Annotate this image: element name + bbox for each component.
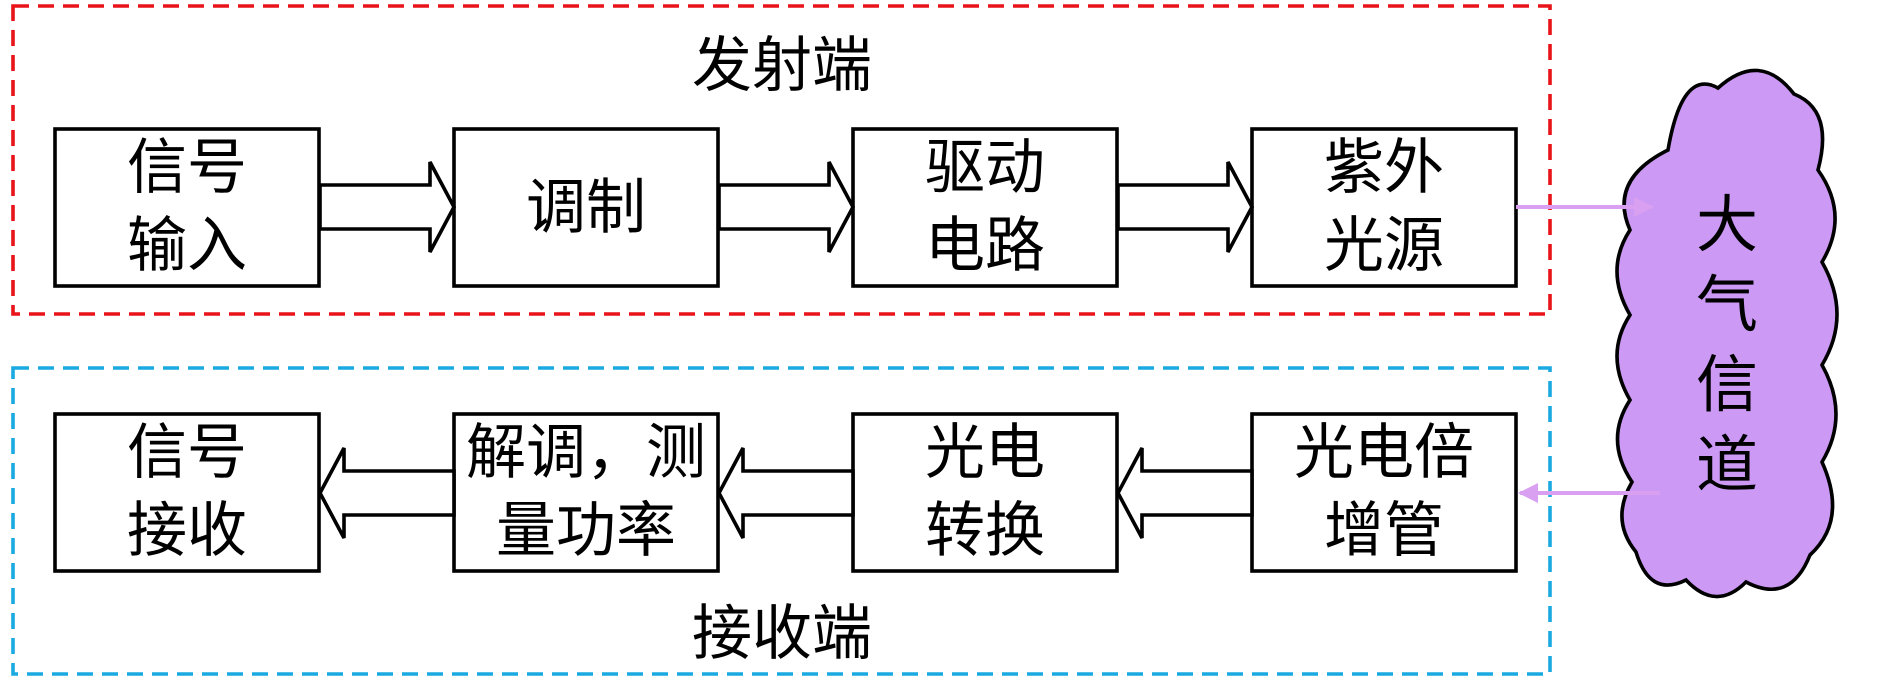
channel-char-3: 信 xyxy=(1696,348,1758,421)
node-drive-circuit: 驱动 电路 xyxy=(851,127,1119,288)
node-signal-input: 信号 输入 xyxy=(53,127,321,288)
transmitter-group-frame xyxy=(11,4,1552,316)
node-pmt-line-2: 增管 xyxy=(1324,496,1444,566)
atmospheric-channel-cloud xyxy=(1615,68,1839,599)
node-uv-source: 紫外 光源 xyxy=(1250,127,1518,288)
node-drive-circuit-line-2: 电路 xyxy=(925,211,1045,281)
channel-char-1: 大 xyxy=(1696,188,1758,261)
node-pmt-line-1: 光电倍 xyxy=(1294,418,1474,488)
node-photoelectric-conversion-line-1: 光电 xyxy=(925,418,1045,488)
node-modulation-line-1: 调制 xyxy=(526,173,646,243)
node-drive-circuit-line-1: 驱动 xyxy=(925,133,1045,203)
arrow-pmt-to-conversion xyxy=(1115,447,1254,539)
node-signal-receive-line-2: 接收 xyxy=(127,496,247,566)
arrow-input-to-modulation xyxy=(318,161,457,253)
channel-char-4: 道 xyxy=(1696,428,1758,501)
receiver-group-label: 接收端 xyxy=(692,599,872,669)
node-signal-input-line-2: 输入 xyxy=(127,211,247,281)
node-pmt: 光电倍 增管 xyxy=(1250,412,1518,573)
arrow-drive-to-source xyxy=(1116,161,1255,253)
arrow-modulation-to-drive xyxy=(717,161,856,253)
node-demod-measure-line-2: 量功率 xyxy=(496,496,676,566)
node-uv-source-line-1: 紫外 xyxy=(1324,133,1444,203)
arrow-conversion-to-demod xyxy=(716,447,855,539)
node-photoelectric-conversion-line-2: 转换 xyxy=(925,496,1045,566)
node-modulation: 调制 xyxy=(452,127,720,288)
arrow-demod-to-receive xyxy=(317,447,456,539)
node-signal-input-line-1: 信号 xyxy=(127,133,247,203)
node-signal-receive-line-1: 信号 xyxy=(127,418,247,488)
channel-char-2: 气 xyxy=(1696,268,1758,341)
node-demod-measure: 解调，测 量功率 xyxy=(452,412,720,573)
node-demod-measure-line-1: 解调，测 xyxy=(466,418,706,488)
receiver-group-frame xyxy=(11,366,1552,676)
node-photoelectric-conversion: 光电 转换 xyxy=(851,412,1119,573)
node-signal-receive: 信号 接收 xyxy=(53,412,321,573)
node-uv-source-line-2: 光源 xyxy=(1324,211,1444,281)
transmitter-group-label: 发射端 xyxy=(692,31,872,101)
